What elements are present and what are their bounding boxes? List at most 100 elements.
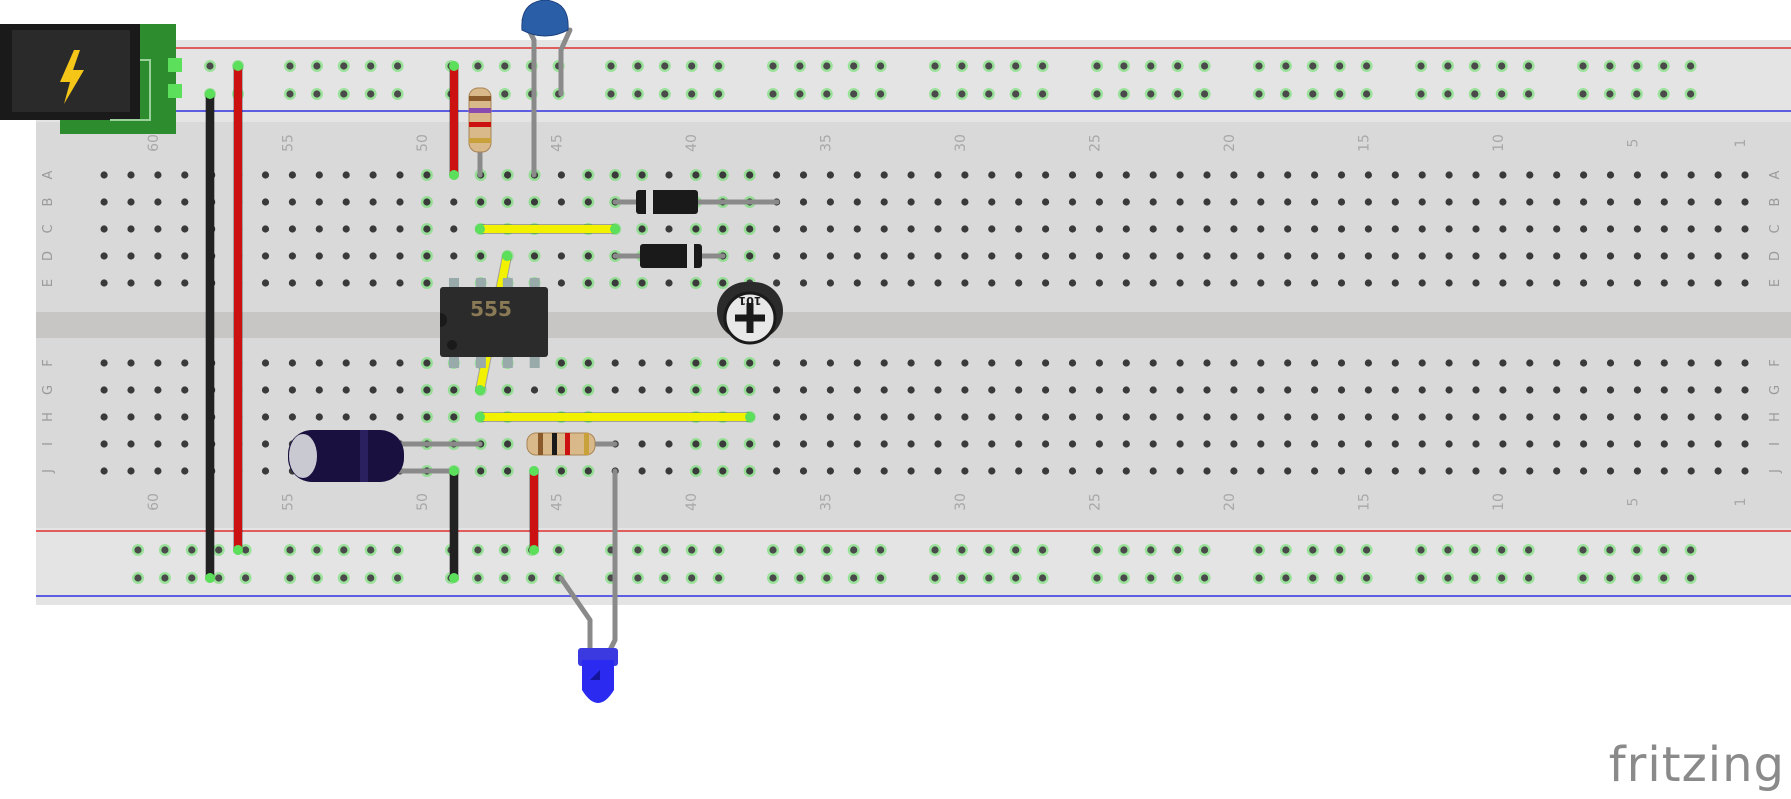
rail-hole bbox=[474, 546, 482, 554]
hole bbox=[961, 467, 969, 475]
hole bbox=[1015, 225, 1023, 233]
rail-hole bbox=[769, 574, 777, 582]
hole bbox=[934, 467, 942, 475]
hole bbox=[504, 386, 512, 394]
hole bbox=[1553, 413, 1561, 421]
hole bbox=[1660, 225, 1668, 233]
row-label: G bbox=[41, 385, 56, 395]
hole bbox=[1095, 279, 1103, 287]
rail-hole bbox=[134, 574, 142, 582]
rail-hole bbox=[985, 574, 993, 582]
hole bbox=[1472, 440, 1480, 448]
rail-hole bbox=[634, 62, 642, 70]
led-body bbox=[582, 660, 614, 703]
hole bbox=[1015, 440, 1023, 448]
hole bbox=[1499, 359, 1507, 367]
hole bbox=[1526, 171, 1534, 179]
rail-hole bbox=[607, 62, 615, 70]
hole bbox=[988, 225, 996, 233]
hole bbox=[1445, 279, 1453, 287]
fritzing-watermark: fritzing bbox=[1608, 737, 1785, 793]
row-label: D bbox=[1768, 251, 1783, 261]
hole bbox=[1203, 386, 1211, 394]
column-number: 35 bbox=[818, 134, 834, 152]
hole bbox=[1526, 198, 1534, 206]
hole bbox=[450, 413, 458, 421]
hole bbox=[1418, 440, 1426, 448]
hole bbox=[288, 225, 296, 233]
hole bbox=[1633, 171, 1641, 179]
hole bbox=[1230, 198, 1238, 206]
hole bbox=[907, 225, 915, 233]
wire-end bbox=[449, 466, 459, 476]
rail-hole bbox=[661, 62, 669, 70]
hole bbox=[181, 279, 189, 287]
column-number: 15 bbox=[1356, 134, 1372, 152]
rail-hole bbox=[206, 62, 214, 70]
hole bbox=[1526, 440, 1534, 448]
hole bbox=[719, 359, 727, 367]
column-number: 20 bbox=[1222, 493, 1238, 511]
wire-end bbox=[449, 573, 459, 583]
hole bbox=[826, 359, 835, 367]
hole bbox=[1068, 252, 1077, 260]
hole bbox=[746, 440, 754, 448]
hole bbox=[638, 171, 646, 179]
hole bbox=[880, 198, 888, 206]
resistor-2-band bbox=[584, 433, 589, 455]
hole bbox=[1311, 440, 1319, 448]
wire-end bbox=[475, 412, 485, 422]
hole bbox=[1284, 413, 1292, 421]
column-number: 60 bbox=[146, 134, 162, 152]
dc-jack-pin bbox=[168, 58, 182, 72]
rail-hole bbox=[715, 62, 723, 70]
hole bbox=[773, 359, 781, 367]
rail-hole bbox=[340, 90, 348, 98]
hole bbox=[1337, 225, 1346, 233]
hole bbox=[315, 279, 323, 287]
hole bbox=[773, 252, 781, 260]
hole bbox=[1257, 225, 1265, 233]
column-number: 55 bbox=[280, 493, 296, 511]
hole bbox=[826, 413, 835, 421]
hole bbox=[1391, 252, 1399, 260]
hole bbox=[450, 252, 458, 260]
hole bbox=[1499, 279, 1507, 287]
hole bbox=[1391, 413, 1399, 421]
rail-hole bbox=[769, 62, 777, 70]
rail-hole bbox=[1255, 90, 1263, 98]
rail-hole bbox=[1471, 546, 1479, 554]
rail-hole bbox=[931, 546, 939, 554]
hole bbox=[988, 171, 996, 179]
hole bbox=[1337, 171, 1346, 179]
hole bbox=[423, 252, 431, 260]
hole bbox=[1714, 359, 1722, 367]
hole bbox=[1203, 171, 1211, 179]
hole bbox=[907, 359, 915, 367]
rail-hole bbox=[1444, 62, 1452, 70]
hole bbox=[719, 467, 727, 475]
hole bbox=[1472, 279, 1480, 287]
rail-hole bbox=[161, 574, 169, 582]
rail-hole bbox=[286, 62, 294, 70]
hole bbox=[342, 413, 350, 421]
hole bbox=[1095, 413, 1103, 421]
hole bbox=[261, 252, 270, 260]
hole bbox=[1714, 171, 1722, 179]
row-label: C bbox=[1768, 224, 1783, 233]
hole bbox=[1230, 359, 1238, 367]
hole bbox=[934, 386, 942, 394]
rail-hole bbox=[286, 574, 294, 582]
hole bbox=[1149, 440, 1157, 448]
rail-hole bbox=[769, 546, 777, 554]
hole bbox=[1149, 198, 1157, 206]
hole bbox=[369, 225, 377, 233]
hole bbox=[288, 171, 296, 179]
row-label: C bbox=[41, 224, 56, 233]
wire-end bbox=[610, 224, 620, 234]
rail-hole bbox=[634, 546, 642, 554]
hole bbox=[853, 252, 861, 260]
row-label: G bbox=[1768, 385, 1783, 395]
rail-hole bbox=[796, 90, 804, 98]
hole bbox=[584, 171, 592, 179]
